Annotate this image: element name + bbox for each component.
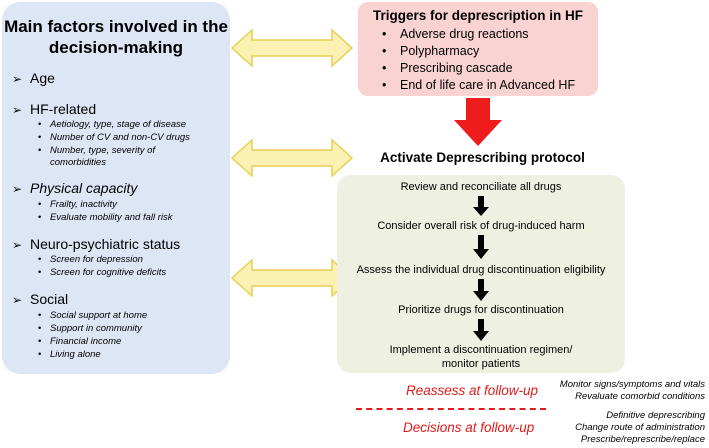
list-item: Adverse drug reactions xyxy=(380,26,575,43)
list-item: Number of CV and non-CV drugs xyxy=(38,132,190,144)
protocol-step: Implement a discontinuation regimen/ mon… xyxy=(389,344,573,370)
note-line: Monitor signs/symptoms and vitals xyxy=(559,379,705,390)
list-item: Frailty, inactivity xyxy=(38,199,173,211)
factors-title: Main factors involved in the decision-ma… xyxy=(4,17,228,57)
reassess-label: Reassess at follow-up xyxy=(406,383,539,398)
protocol-title: Activate Deprescribing protocol xyxy=(380,150,585,165)
arrow-bullet-icon: ➢ xyxy=(12,238,23,252)
factor-label: Age xyxy=(30,70,55,86)
protocol-step: Consider overall risk of drug-induced ha… xyxy=(377,220,585,232)
factor-neuro-psychiatric: ➢ Neuro-psychiatric status xyxy=(12,236,180,253)
factor-hf-related: ➢ HF-related xyxy=(12,101,96,118)
down-arrow-icon xyxy=(454,98,502,146)
double-arrow-icon xyxy=(230,28,354,68)
neuro-psychiatric-list: Screen for depression Screen for cogniti… xyxy=(38,254,166,280)
double-arrow-icon xyxy=(230,258,354,298)
list-item: Polypharmacy xyxy=(380,43,575,60)
list-item: Prescribing cascade xyxy=(380,60,575,77)
factor-physical-capacity: ➢ Physical capacity xyxy=(12,180,137,197)
note-line: Revaluate comorbid conditions xyxy=(575,391,705,402)
note-line: Change route of administration xyxy=(575,422,705,433)
factor-social: ➢ Social xyxy=(12,291,68,308)
physical-capacity-list: Frailty, inactivity Evaluate mobility an… xyxy=(38,199,173,225)
factor-label: Physical capacity xyxy=(30,180,138,196)
down-arrow-icon xyxy=(473,235,489,259)
arrow-bullet-icon: ➢ xyxy=(12,72,23,86)
factor-label: Social xyxy=(30,291,69,307)
note-line: Definitive deprescribing xyxy=(606,410,705,421)
triggers-title: Triggers for deprescription in HF xyxy=(372,8,584,23)
note-line: Prescribe/represcribe/replace xyxy=(580,434,705,445)
list-item: Evaluate mobility and fall risk xyxy=(38,212,173,224)
down-arrow-icon xyxy=(473,319,489,341)
down-arrow-icon xyxy=(473,196,489,216)
list-item: Financial income xyxy=(38,336,147,348)
reassess-notes: Monitor signs/symptoms and vitals Revalu… xyxy=(560,379,705,403)
arrow-bullet-icon: ➢ xyxy=(12,293,23,307)
dashed-divider xyxy=(356,408,546,410)
list-item: End of life care in Advanced HF xyxy=(380,77,575,94)
down-arrow-icon xyxy=(473,279,489,301)
list-item: Screen for cognitive deficits xyxy=(38,267,166,279)
protocol-box: Review and reconciliate all drugs Consid… xyxy=(337,175,625,373)
arrow-bullet-icon: ➢ xyxy=(12,103,23,117)
triggers-box: Triggers for deprescription in HF Advers… xyxy=(358,2,598,96)
double-arrow-icon xyxy=(230,138,354,178)
list-item: Support in community xyxy=(38,323,147,335)
decisions-label: Decisions at follow-up xyxy=(403,420,535,435)
protocol-step: Prioritize drugs for discontinuation xyxy=(398,304,564,316)
list-item: Living alone xyxy=(38,349,147,361)
triggers-list: Adverse drug reactions Polypharmacy Pres… xyxy=(380,26,575,94)
social-list: Social support at home Support in commun… xyxy=(38,310,147,362)
list-item: Screen for depression xyxy=(38,254,166,266)
factor-label: Neuro-psychiatric status xyxy=(30,236,181,252)
decisions-notes: Definitive deprescribing Change route of… xyxy=(575,410,705,446)
factors-panel: Main factors involved in the decision-ma… xyxy=(2,2,230,374)
factor-label: HF-related xyxy=(30,101,97,117)
protocol-step: Review and reconciliate all drugs xyxy=(400,181,562,193)
arrow-bullet-icon: ➢ xyxy=(12,182,23,196)
list-item: Number, type, severity of comorbidities xyxy=(38,145,190,169)
hf-related-list: Aetiology, type, stage of disease Number… xyxy=(38,119,190,170)
list-item: Aetiology, type, stage of disease xyxy=(38,119,190,131)
protocol-step: Assess the individual drug discontinuati… xyxy=(356,264,606,276)
list-item: Social support at home xyxy=(38,310,147,322)
factor-age: ➢ Age xyxy=(12,70,55,87)
